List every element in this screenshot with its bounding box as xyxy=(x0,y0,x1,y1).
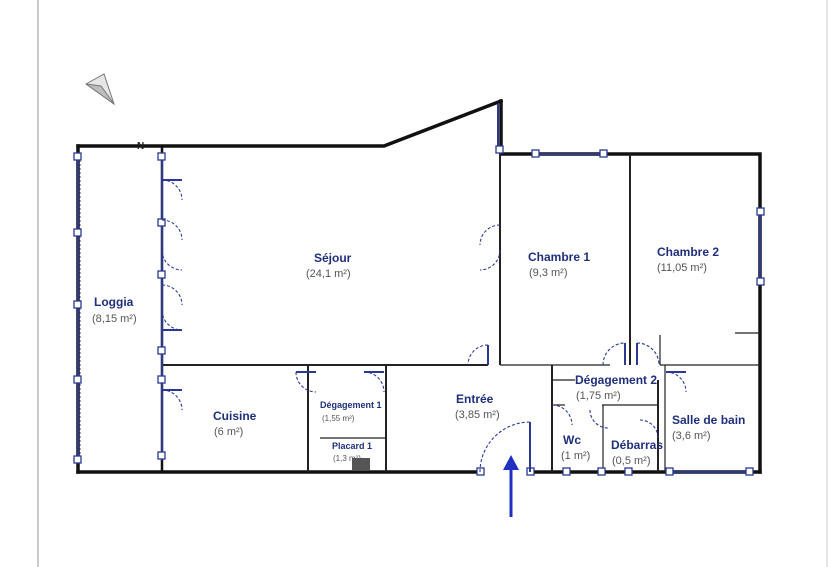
room-area-chambre2: (11,05 m²) xyxy=(657,262,707,274)
room-name-sejour: Séjour xyxy=(314,251,352,265)
room-area-chambre1: (9,3 m²) xyxy=(529,267,568,279)
room-name-degagement1: Dégagement 1 xyxy=(320,400,382,410)
room-area-sejour: (24,1 m²) xyxy=(306,268,351,280)
room-area-sdb: (3,6 m²) xyxy=(672,430,711,442)
room-name-cuisine: Cuisine xyxy=(213,409,257,423)
room-area-degagement1: (1,55 m²) xyxy=(322,414,355,423)
room-area-debarras: (0,5 m²) xyxy=(612,455,651,467)
room-name-chambre1: Chambre 1 xyxy=(528,250,590,264)
room-area-cuisine: (6 m²) xyxy=(214,426,243,438)
interior-walls xyxy=(160,144,760,474)
room-area-loggia: (8,15 m²) xyxy=(92,313,137,325)
doors xyxy=(161,179,687,473)
room-area-degagement2: (1,75 m²) xyxy=(576,390,621,402)
room-area-placard1: (1,3 m²) xyxy=(333,454,361,463)
placard-shade xyxy=(352,458,370,470)
windows xyxy=(77,104,761,473)
room-area-entree: (3,85 m²) xyxy=(455,409,500,421)
north-arrow-icon xyxy=(85,73,115,106)
room-area-wc: (1 m²) xyxy=(561,450,590,462)
window-nodes xyxy=(73,145,765,476)
room-name-entree: Entrée xyxy=(456,392,494,406)
room-name-placard1: Placard 1 xyxy=(332,441,372,451)
room-name-chambre2: Chambre 2 xyxy=(657,245,719,259)
north-label: N xyxy=(137,141,144,152)
room-name-wc: Wc xyxy=(563,433,581,447)
room-name-debarras: Débarras xyxy=(611,438,663,452)
room-name-loggia: Loggia xyxy=(94,295,134,309)
room-name-sdb: Salle de bain xyxy=(672,413,745,427)
room-name-degagement2: Dégagement 2 xyxy=(575,373,657,387)
entry-arrow-icon xyxy=(503,455,519,517)
